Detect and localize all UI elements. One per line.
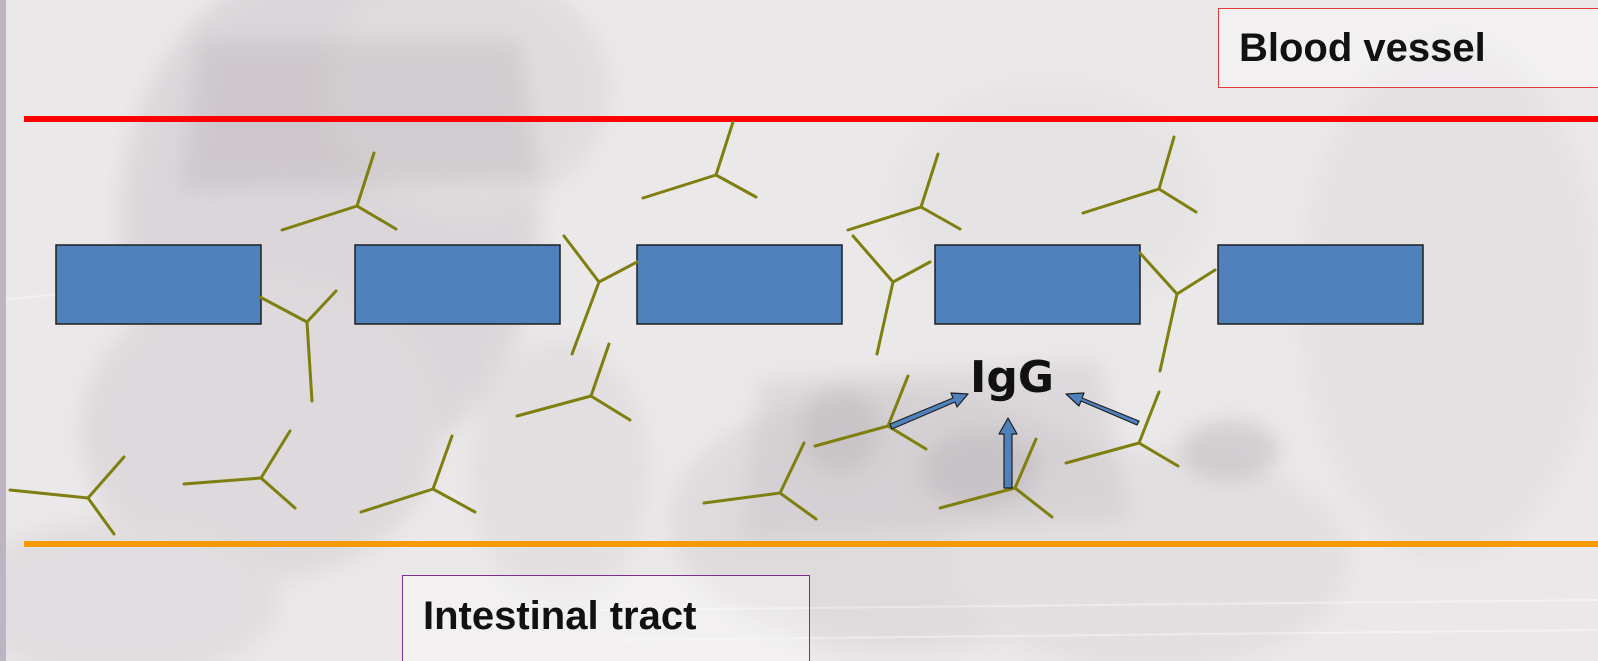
epithelial-cell <box>636 244 843 325</box>
arrow-to-igg-left <box>889 392 969 430</box>
epithelial-cells <box>55 244 1424 325</box>
antibody-y-shape <box>641 120 758 200</box>
antibody-y-shape <box>702 441 818 521</box>
antibody-y-shape <box>846 152 962 232</box>
epithelial-cell <box>1217 244 1424 325</box>
antibody-y-shape <box>258 289 338 403</box>
antibody-y-shape <box>182 429 297 510</box>
antibody-y-shape <box>280 151 398 232</box>
igg-label: IgG <box>970 352 1054 403</box>
antibodies <box>8 120 1217 536</box>
blood-vessel-label: Blood vessel <box>1218 8 1598 88</box>
blood-vessel-text: Blood vessel <box>1239 25 1486 70</box>
igg-arrows <box>889 392 1140 489</box>
arrow-to-igg-right <box>1065 392 1140 426</box>
antibody-y-shape <box>8 455 126 536</box>
antibody-y-shape <box>1064 390 1180 468</box>
epithelial-cell <box>354 244 561 325</box>
antibody-y-shape <box>359 434 477 514</box>
antibody-y-shape <box>1081 135 1198 215</box>
epithelial-cell <box>934 244 1141 325</box>
epithelial-cell <box>55 244 262 325</box>
antibody-y-shape <box>851 234 932 356</box>
intestinal-tract-label: Intestinal tract <box>402 575 810 661</box>
antibody-y-shape <box>515 342 632 422</box>
antibody-y-shape <box>562 234 639 356</box>
antibody-y-shape <box>938 437 1054 519</box>
intestinal-tract-text: Intestinal tract <box>423 594 697 638</box>
antibody-y-shape <box>1138 251 1217 373</box>
arrow-to-igg-up <box>998 417 1018 489</box>
left-edge-bar <box>0 0 6 661</box>
antibody-y-shape <box>813 374 928 451</box>
